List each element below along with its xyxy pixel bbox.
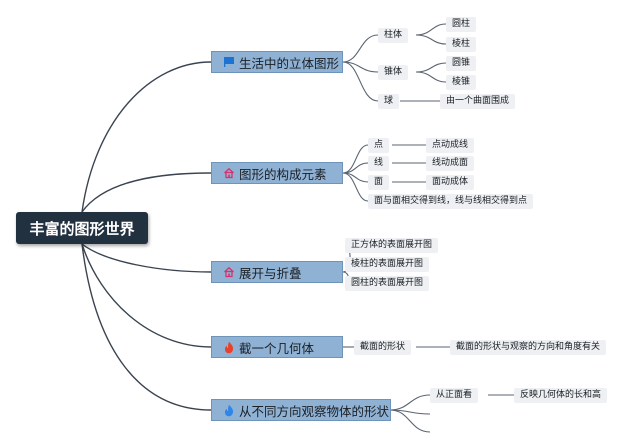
leaf-label: 点动成线 bbox=[432, 140, 469, 150]
leaf-node[interactable]: 从正面看 bbox=[430, 388, 479, 403]
home-icon bbox=[222, 167, 235, 180]
leaf-node[interactable]: 圆柱的表面展开图 bbox=[345, 276, 430, 291]
leaf-node[interactable]: 柱体 bbox=[378, 28, 409, 43]
leaf-label: 圆柱的表面展开图 bbox=[351, 278, 424, 288]
home-icon bbox=[222, 266, 235, 279]
connector-b1-c3 bbox=[342, 172, 369, 202]
leaf-label: 面与面相交得到线，线与线相交得到点 bbox=[374, 196, 528, 206]
leaf-node[interactable]: 球 bbox=[378, 94, 400, 109]
leaf-node[interactable]: 点动成线 bbox=[426, 138, 475, 153]
connector-b4-c0 bbox=[389, 394, 431, 411]
leaf-node[interactable]: 线 bbox=[368, 156, 390, 171]
leaf-label: 正方体的表面展开图 bbox=[351, 240, 433, 250]
leaf-node[interactable]: 面 bbox=[368, 175, 390, 190]
leaf-label: 反映几何体的长和高 bbox=[520, 390, 602, 400]
leaf-label: 点 bbox=[374, 140, 384, 150]
leaf-node[interactable]: 棱柱的表面展开图 bbox=[345, 257, 430, 272]
leaf-node[interactable]: 点 bbox=[368, 138, 390, 153]
fire-icon bbox=[222, 404, 235, 417]
connector-b0-c0-g0 bbox=[415, 23, 447, 36]
connector-b0-c1-g1 bbox=[415, 71, 447, 83]
fire-icon bbox=[222, 341, 235, 354]
connector-root-b1 bbox=[81, 172, 212, 213]
connector-b0-c0 bbox=[342, 34, 379, 63]
connector-root-b2 bbox=[81, 243, 212, 273]
root-label: 丰富的图形世界 bbox=[29, 219, 135, 238]
leaf-node[interactable]: 截面的形状与观察的方向和角度有关 bbox=[450, 340, 607, 355]
leaf-node[interactable]: 截面的形状 bbox=[354, 340, 412, 355]
branch-label: 展开与折叠 bbox=[239, 265, 302, 281]
leaf-label: 柱体 bbox=[384, 30, 403, 40]
leaf-node[interactable]: 由一个曲面围成 bbox=[440, 94, 516, 109]
leaf-label: 棱柱的表面展开图 bbox=[351, 259, 424, 269]
leaf-label: 线 bbox=[374, 158, 384, 168]
branch-node-views[interactable]: 从不同方向观察物体的形状 bbox=[211, 399, 391, 421]
branch-label: 生活中的立体图形 bbox=[239, 55, 340, 71]
leaf-label: 从正面看 bbox=[436, 390, 473, 400]
leaf-node[interactable]: 圆锥 bbox=[446, 56, 477, 71]
leaf-label: 截面的形状与观察的方向和角度有关 bbox=[456, 342, 601, 352]
branch-node-unfold-fold[interactable]: 展开与折叠 bbox=[211, 261, 343, 283]
branch-label: 截一个几何体 bbox=[239, 340, 315, 356]
leaf-label: 球 bbox=[384, 96, 394, 106]
connector-b4-c2 bbox=[389, 409, 431, 433]
leaf-node[interactable]: 线动成面 bbox=[426, 156, 475, 171]
leaf-node[interactable]: 锥体 bbox=[378, 65, 409, 80]
leaf-label: 锥体 bbox=[384, 67, 403, 77]
connector-b0-c1-g0 bbox=[415, 62, 447, 73]
leaf-node[interactable]: 正方体的表面展开图 bbox=[345, 238, 439, 253]
branch-node-solid-shapes[interactable]: 生活中的立体图形 bbox=[211, 51, 343, 73]
leaf-node[interactable]: 反映几何体的长和高 bbox=[514, 388, 608, 403]
connector-root-b0 bbox=[81, 61, 212, 213]
flag-icon bbox=[222, 56, 235, 69]
leaf-label: 棱柱 bbox=[452, 39, 471, 49]
root-node[interactable]: 丰富的图形世界 bbox=[16, 212, 148, 244]
leaf-label: 圆柱 bbox=[452, 19, 471, 29]
leaf-node[interactable]: 圆柱 bbox=[446, 17, 477, 32]
connector-root-b4 bbox=[81, 243, 212, 411]
connector-b0-c2 bbox=[342, 61, 379, 102]
branch-node-cross-section[interactable]: 截一个几何体 bbox=[211, 336, 343, 358]
branch-label: 从不同方向观察物体的形状 bbox=[239, 403, 390, 419]
leaf-node[interactable]: 面动成体 bbox=[426, 175, 475, 190]
leaf-label: 面 bbox=[374, 177, 384, 187]
leaf-node[interactable]: 面与面相交得到线，线与线相交得到点 bbox=[368, 194, 534, 209]
leaf-label: 面动成体 bbox=[432, 177, 469, 187]
leaf-node[interactable]: 棱柱 bbox=[446, 37, 477, 52]
leaf-label: 截面的形状 bbox=[360, 342, 406, 352]
leaf-label: 线动成面 bbox=[432, 158, 469, 168]
connector-root-b3 bbox=[81, 243, 212, 348]
connector-b0-c0-g1 bbox=[415, 34, 447, 45]
leaf-label: 由一个曲面围成 bbox=[446, 96, 510, 106]
branch-label: 图形的构成元素 bbox=[239, 166, 327, 182]
leaf-label: 棱锥 bbox=[452, 77, 471, 87]
leaf-label: 圆锥 bbox=[452, 58, 471, 68]
leaf-node[interactable]: 棱锥 bbox=[446, 75, 477, 90]
branch-node-elements[interactable]: 图形的构成元素 bbox=[211, 162, 343, 184]
